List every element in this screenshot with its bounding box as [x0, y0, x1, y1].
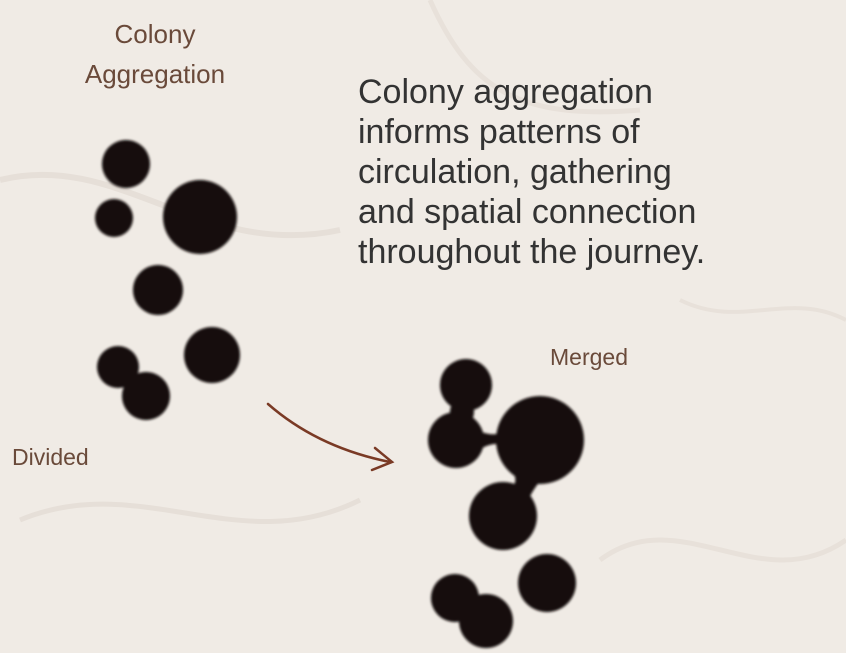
merged-blob-5 [518, 554, 576, 612]
divided-blob-1 [102, 140, 150, 188]
merged-blob-2 [428, 412, 484, 468]
transition-arrow [268, 404, 392, 470]
merged-blob-4 [469, 482, 537, 550]
divided-blob-5 [184, 327, 240, 383]
merged-label: Merged [550, 344, 628, 371]
merged-colony [428, 359, 584, 648]
divided-blob-4 [133, 265, 183, 315]
divided-colony [95, 140, 240, 420]
divided-blob-3 [163, 180, 237, 254]
merged-blob-7 [459, 594, 513, 648]
divided-label: Divided [12, 444, 89, 471]
divided-blob-7 [122, 372, 170, 420]
merged-blob-3 [496, 396, 584, 484]
divided-blob-2 [95, 199, 133, 237]
